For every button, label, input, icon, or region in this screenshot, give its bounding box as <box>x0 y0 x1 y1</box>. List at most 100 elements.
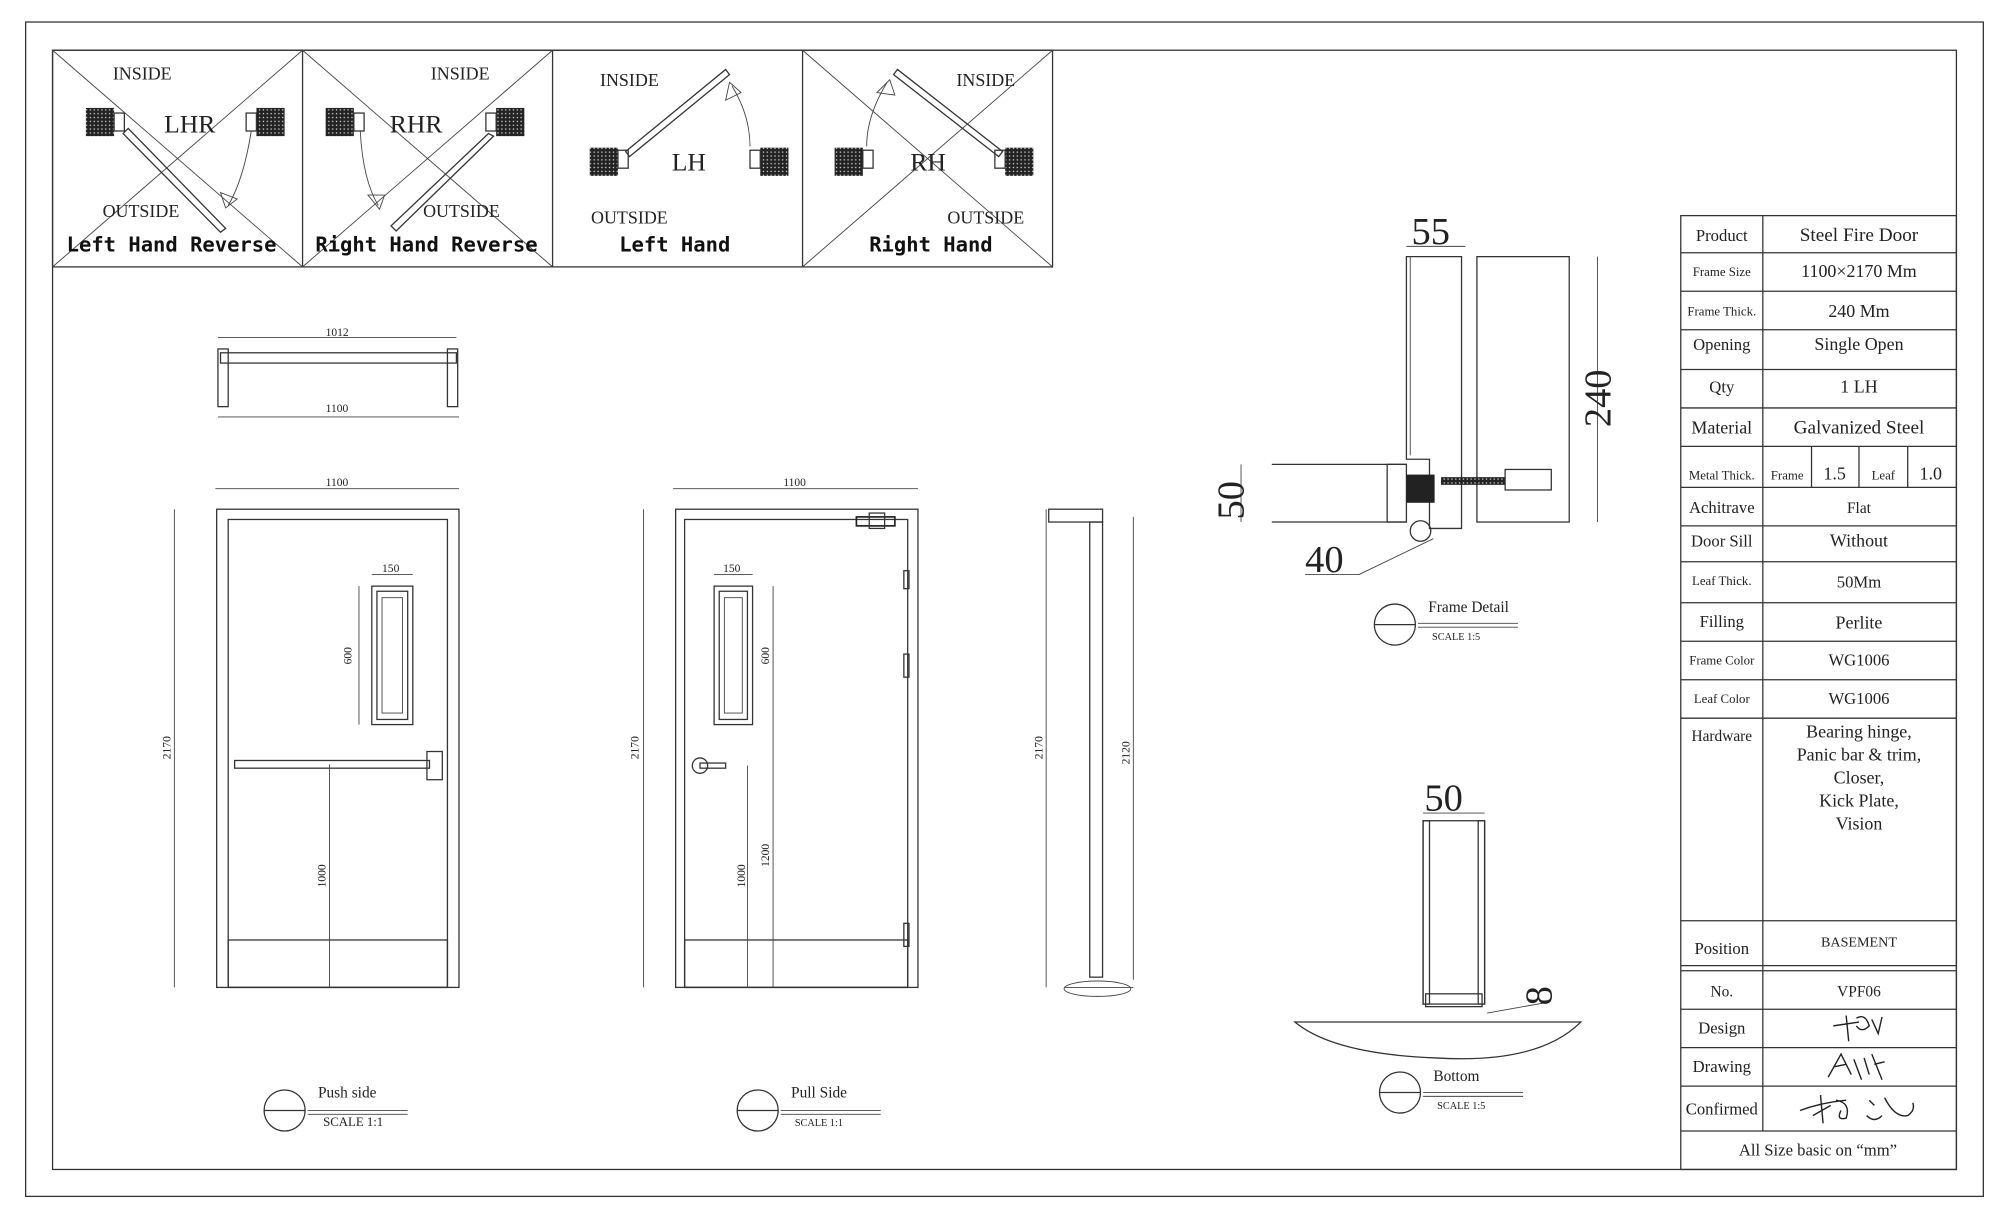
label-frame-color: Frame Color <box>1689 653 1755 667</box>
handle-height-dim: 1000 <box>736 864 748 887</box>
leaf-dim: 50 <box>1211 481 1253 519</box>
table-footer: All Size basic on “mm” <box>1739 1140 1897 1159</box>
design-signature <box>1833 1015 1883 1042</box>
swing-panel-lhr: LHR INSIDE OUTSIDE Left Hand Reverse <box>52 49 303 268</box>
frame-detail: 55 240 50 40 Frame Detail SCALE 1:5 <box>1211 211 1619 646</box>
value-frame-metal: 1.5 <box>1823 464 1845 484</box>
label-material: Material <box>1691 418 1752 438</box>
inside-label: INSIDE <box>600 70 659 90</box>
scale: SCALE 1:1 <box>323 1115 383 1129</box>
push-side-elevation: 1100 2170 150 600 1000 Push side SCALE 1… <box>162 477 460 1132</box>
gap-dim: 8 <box>1518 986 1560 1005</box>
value-product: Steel Fire Door <box>1800 225 1919 246</box>
label-frame-metal: Frame <box>1771 469 1804 483</box>
height-dim: 2170 <box>629 736 641 759</box>
outside-label: OUTSIDE <box>591 207 668 227</box>
value-leaf-metal: 1.0 <box>1920 464 1942 484</box>
swing-title: Right Hand Reverse <box>315 233 537 257</box>
inside-label: INSIDE <box>956 70 1015 90</box>
swing-code: RHR <box>390 109 444 138</box>
caption: Pull Side <box>791 1085 847 1102</box>
scale: SCALE 1:5 <box>1432 632 1480 643</box>
vision-width-dim: 150 <box>723 563 741 575</box>
value-achitrave: Flat <box>1847 500 1872 517</box>
hardware-line: Kick Plate, <box>1819 791 1899 811</box>
label-confirmed: Confirmed <box>1686 1099 1759 1118</box>
frame-width-dim: 1100 <box>326 403 349 415</box>
bar-height-dim: 1000 <box>317 864 329 887</box>
hardware-line: Panic bar & trim, <box>1797 744 1922 764</box>
label-design: Design <box>1698 1019 1746 1038</box>
inside-label: INSIDE <box>113 64 172 84</box>
label-leaf-thick: Leaf Thick. <box>1692 574 1752 588</box>
bottom-detail: 50 8 Bottom SCALE 1:5 <box>1293 777 1583 1114</box>
pull-side-elevation: 1100 2170 150 600 1200 1000 Pull Side SC… <box>629 477 919 1132</box>
rebate-dim: 40 <box>1305 539 1343 581</box>
label-position: Position <box>1694 939 1749 958</box>
value-frame-color: WG1006 <box>1828 651 1889 670</box>
scale: SCALE 1:1 <box>795 1118 843 1129</box>
swing-code: LHR <box>164 109 216 138</box>
label-frame-size: Frame Size <box>1693 265 1751 279</box>
swing-panel-rhr: RHR INSIDE OUTSIDE Right Hand Reverse <box>302 49 553 268</box>
caption: Bottom <box>1433 1068 1479 1085</box>
value-opening: Single Open <box>1814 334 1903 354</box>
label-drawing: Drawing <box>1693 1057 1752 1076</box>
scale: SCALE 1:5 <box>1437 1101 1485 1112</box>
vision-bottom-dim: 1200 <box>760 844 772 867</box>
value-door-sill: Without <box>1830 530 1888 550</box>
caption: Frame Detail <box>1428 599 1509 616</box>
label-frame-thick: Frame Thick. <box>1687 305 1756 319</box>
outer-border <box>25 21 1984 1198</box>
hardware-line: Vision <box>1836 814 1883 834</box>
hardware-line: Closer, <box>1834 768 1885 788</box>
swing-title: Left Hand <box>619 233 730 257</box>
inside-label: INSIDE <box>431 64 490 84</box>
outside-label: OUTSIDE <box>423 201 500 221</box>
label-achitrave: Achitrave <box>1689 498 1755 517</box>
label-opening: Opening <box>1693 335 1751 354</box>
label-hardware: Hardware <box>1691 728 1752 745</box>
leaf-height-dim: 2120 <box>1120 741 1132 764</box>
swing-panels: LHR INSIDE OUTSIDE Left Hand Reverse RHR… <box>51 49 1054 268</box>
value-filling: Perlite <box>1836 612 1883 632</box>
swing-panel-lh: LH INSIDE OUTSIDE Left Hand <box>589 68 789 257</box>
thickness-dim: 50 <box>1424 777 1462 819</box>
vision-width-dim: 150 <box>382 563 400 575</box>
swing-title: Left Hand Reverse <box>67 233 277 257</box>
hardware-line: Bearing hinge, <box>1806 721 1912 741</box>
swing-code: RH <box>910 148 946 177</box>
swing-panel-rh: RH INSIDE OUTSIDE Right Hand <box>802 49 1053 268</box>
depth-dim: 240 <box>1577 369 1619 427</box>
value-frame-thick: 240 Mm <box>1828 301 1889 321</box>
width-dim: 1100 <box>326 477 349 489</box>
swing-code: LH <box>672 148 706 177</box>
label-qty: Qty <box>1709 378 1735 397</box>
value-frame-size: 1100×2170 Mm <box>1801 261 1917 281</box>
label-leaf-metal: Leaf <box>1872 469 1896 483</box>
plan-view: 1012 1100 <box>217 327 459 418</box>
frame-height-dim: 2170 <box>1033 736 1045 759</box>
label-door-sill: Door Sill <box>1691 531 1753 550</box>
leaf-width-dim: 1012 <box>326 327 349 339</box>
value-material: Galvanized Steel <box>1794 418 1925 439</box>
label-product: Product <box>1696 226 1748 245</box>
drawing-signature <box>1827 1052 1885 1080</box>
value-leaf-color: WG1006 <box>1828 689 1889 708</box>
outside-label: OUTSIDE <box>103 201 180 221</box>
side-section: 2170 2120 <box>1033 508 1134 997</box>
value-position: BASEMENT <box>1821 934 1897 950</box>
label-leaf-color: Leaf Color <box>1694 692 1751 706</box>
caption: Push side <box>318 1085 377 1102</box>
spec-table: Product Steel Fire Door Frame Size 1100×… <box>1680 214 1958 1171</box>
vision-height-dim: 600 <box>760 647 772 665</box>
label-filling: Filling <box>1700 612 1745 631</box>
value-qty: 1 LH <box>1840 377 1877 397</box>
value-leaf-thick: 50Mm <box>1837 572 1881 591</box>
label-metal-thick: Metal Thick. <box>1689 469 1755 483</box>
width-dim: 1100 <box>783 477 806 489</box>
value-number: VPF06 <box>1837 983 1881 1000</box>
confirmed-signature <box>1799 1095 1915 1124</box>
top-dim: 55 <box>1412 211 1450 253</box>
